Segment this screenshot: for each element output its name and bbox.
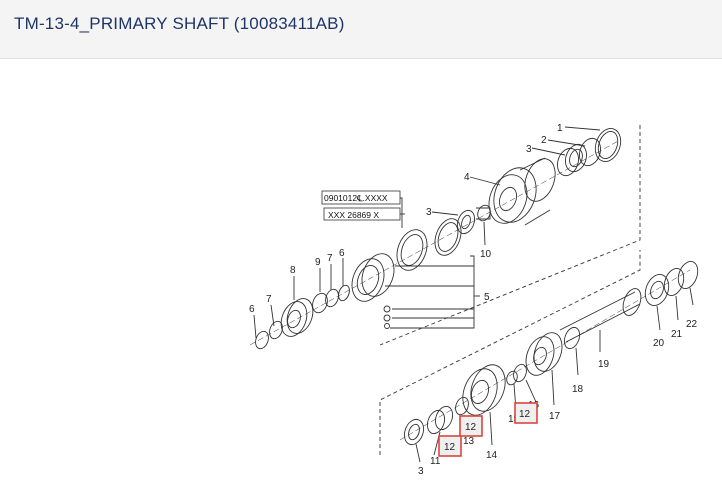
callout-9[interactable]: 9 [315,257,321,268]
callout-14[interactable]: 14 [486,450,498,461]
exploded-parts-diagram: 0901012℄.XXXX XXX 26869 X 1 2 3 4 3 10 5… [249,123,699,477]
part-code-1: 0901012℄.XXXX [324,193,388,203]
callout-4[interactable]: 4 [464,172,470,183]
callout-15[interactable]: 15 [508,414,520,425]
callout-5[interactable]: 5 [484,292,490,303]
highlight-callout-12b[interactable]: 12 [444,442,456,453]
callout-11[interactable]: 11 [430,456,441,467]
callout-22[interactable]: 22 [686,319,698,330]
callout-21[interactable]: 21 [671,329,683,340]
callout-2[interactable]: 2 [541,135,547,146]
callout-17[interactable]: 17 [549,411,561,422]
callout-20[interactable]: 20 [653,338,665,349]
callout-6b[interactable]: 6 [249,304,255,315]
callout-18[interactable]: 18 [572,384,584,395]
highlight-callout-12c[interactable]: 12 [519,409,531,420]
callout-10[interactable]: 10 [480,249,492,260]
callout-1[interactable]: 1 [557,123,563,134]
callout-19[interactable]: 19 [598,359,610,370]
page-header: TM-13-4_PRIMARY SHAFT (10083411AB) [0,0,722,59]
callout-3[interactable]: 3 [526,144,532,155]
page-title: TM-13-4_PRIMARY SHAFT (10083411AB) [14,14,345,33]
callout-8[interactable]: 8 [290,265,296,276]
part-code-2: XXX 26869 X [328,210,379,220]
callout-6[interactable]: 6 [339,248,345,259]
callout-7b[interactable]: 7 [266,294,272,305]
highlight-callout-12a[interactable]: 12 [465,422,477,433]
callout-7[interactable]: 7 [327,253,333,264]
callout-3c[interactable]: 3 [418,466,424,477]
callout-3b[interactable]: 3 [426,207,432,218]
callout-13[interactable]: 13 [463,436,475,447]
